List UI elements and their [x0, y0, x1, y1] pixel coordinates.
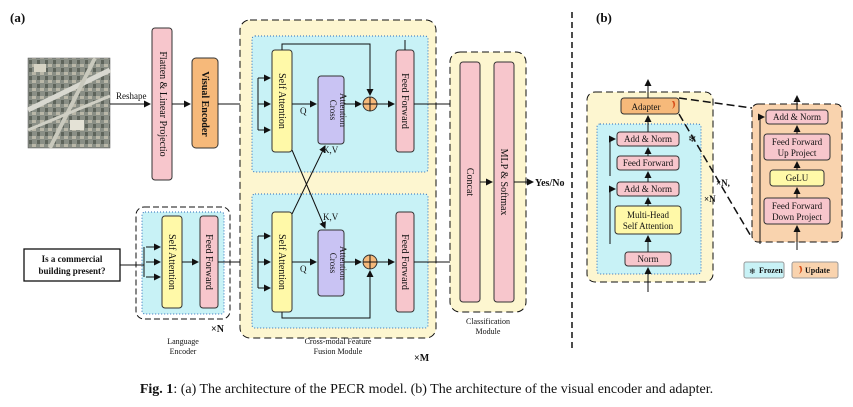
legend-frozen-label: Frozen — [759, 266, 783, 275]
top-cross-attention-label-2: Attention — [338, 93, 348, 127]
classification-caption-2: Module — [476, 327, 501, 336]
language-encoder-caption-2: Encoder — [170, 347, 197, 356]
kv-cross-line-down — [291, 149, 326, 229]
top-q-label: Q — [300, 106, 307, 116]
bottom-self-attention-label: Self Attention — [276, 234, 287, 290]
bottom-cross-attention-block — [317, 229, 345, 297]
ad-add-norm-label: Add & Norm — [773, 112, 821, 122]
b-residual-1 — [609, 185, 616, 244]
top-feed-forward-label: Feed Forward — [399, 73, 410, 129]
caption-prefix: Fig. 1 — [139, 382, 174, 397]
figure-caption: Fig. 1: (a) The architecture of the PECR… — [0, 382, 853, 398]
lang-times-n: ×N — [211, 324, 225, 335]
ad-gelu-label: GeLU — [786, 173, 809, 183]
ad-ff-down-label-2: Down Project — [772, 212, 822, 222]
snowflake-icon: ❄ — [688, 134, 696, 145]
fusion-caption-1: Cross-modal Feature — [305, 337, 372, 346]
b-norm-label: Norm — [638, 254, 659, 264]
kv-cross-line-up — [291, 145, 326, 215]
adapter-block — [620, 97, 680, 115]
ad-ff-down-label-1: Feed Forward — [772, 201, 823, 211]
top-self-attention-label: Self Attention — [276, 73, 287, 129]
question-line-1: Is a commercial — [42, 254, 103, 264]
reshape-label: Reshape — [116, 91, 147, 101]
lang-self-attention-label: Self Attention — [166, 234, 177, 290]
bottom-feed-forward-label: Feed Forward — [399, 234, 410, 290]
question-line-2: building present? — [38, 266, 105, 276]
legend-frozen — [743, 261, 785, 279]
b-add-norm-bottom-label: Add & Norm — [624, 184, 672, 194]
ad-residual — [758, 113, 765, 244]
top-cross-attention-block — [317, 75, 345, 145]
bottom-residual-path — [281, 270, 374, 319]
legend-update — [791, 261, 839, 279]
caption-text: : (a) The architecture of the PECR model… — [173, 382, 714, 397]
b-feed-forward-label: Feed Forward — [623, 158, 674, 168]
bottom-residual-add-plus — [363, 255, 377, 269]
b-times-n-1: ×N, — [716, 178, 730, 188]
zoom-line-top — [678, 97, 753, 109]
classification-caption-1: Classification — [466, 317, 510, 326]
bottom-kv-label: K,V — [323, 212, 339, 222]
b-mha-label-2: Self Attention — [623, 221, 674, 231]
top-cross-attention-label-1: Cross — [328, 100, 338, 121]
top-kv-label: K,V — [323, 145, 339, 155]
top-residual-add-plus — [363, 97, 377, 111]
panel-b-label: (b) — [596, 10, 612, 25]
legend-update-label: Update — [805, 266, 830, 275]
pecr-architecture-diagram: (a) (b) Reshape Flatten & Linear Project… — [10, 10, 843, 364]
panel-a-label: (a) — [10, 10, 25, 25]
language-encoder-caption-1: Language — [167, 337, 199, 346]
b-add-norm-top-label: Add & Norm — [624, 134, 672, 144]
flatten-projection-label: Flatten & Linear Projectio — [157, 51, 168, 156]
lang-feed-forward-label: Feed Forward — [203, 234, 214, 290]
output-label: Yes/No — [535, 178, 564, 189]
b-times-n-2: ×N — [704, 194, 716, 204]
adapter-label: Adapter — [632, 102, 661, 112]
bottom-cross-attention-label-1: Cross — [328, 253, 338, 274]
fusion-caption-2: Fusion Module — [314, 347, 363, 356]
concat-label: Concat — [464, 168, 475, 197]
b-mha-label-1: Multi-Head — [627, 210, 669, 220]
top-residual-path — [281, 43, 374, 96]
fusion-times-m: ×M — [414, 353, 430, 364]
ad-ff-up-label-2: Up Project — [778, 148, 817, 158]
visual-encoder-block — [191, 57, 219, 149]
mlp-softmax-label: MLP & Softmax — [498, 149, 509, 216]
b-residual-2 — [609, 135, 616, 176]
visual-encoder-label: Visual Encoder — [199, 71, 210, 137]
bottom-q-label: Q — [300, 264, 307, 274]
bottom-cross-attention-label-2: Attention — [338, 246, 348, 280]
legend-frozen-icon: ❄ — [749, 267, 756, 276]
aerial-image-input — [26, 57, 112, 149]
update-flame-icon — [672, 101, 676, 109]
legend-flame-icon — [799, 266, 803, 274]
ad-ff-up-label-1: Feed Forward — [772, 137, 823, 147]
